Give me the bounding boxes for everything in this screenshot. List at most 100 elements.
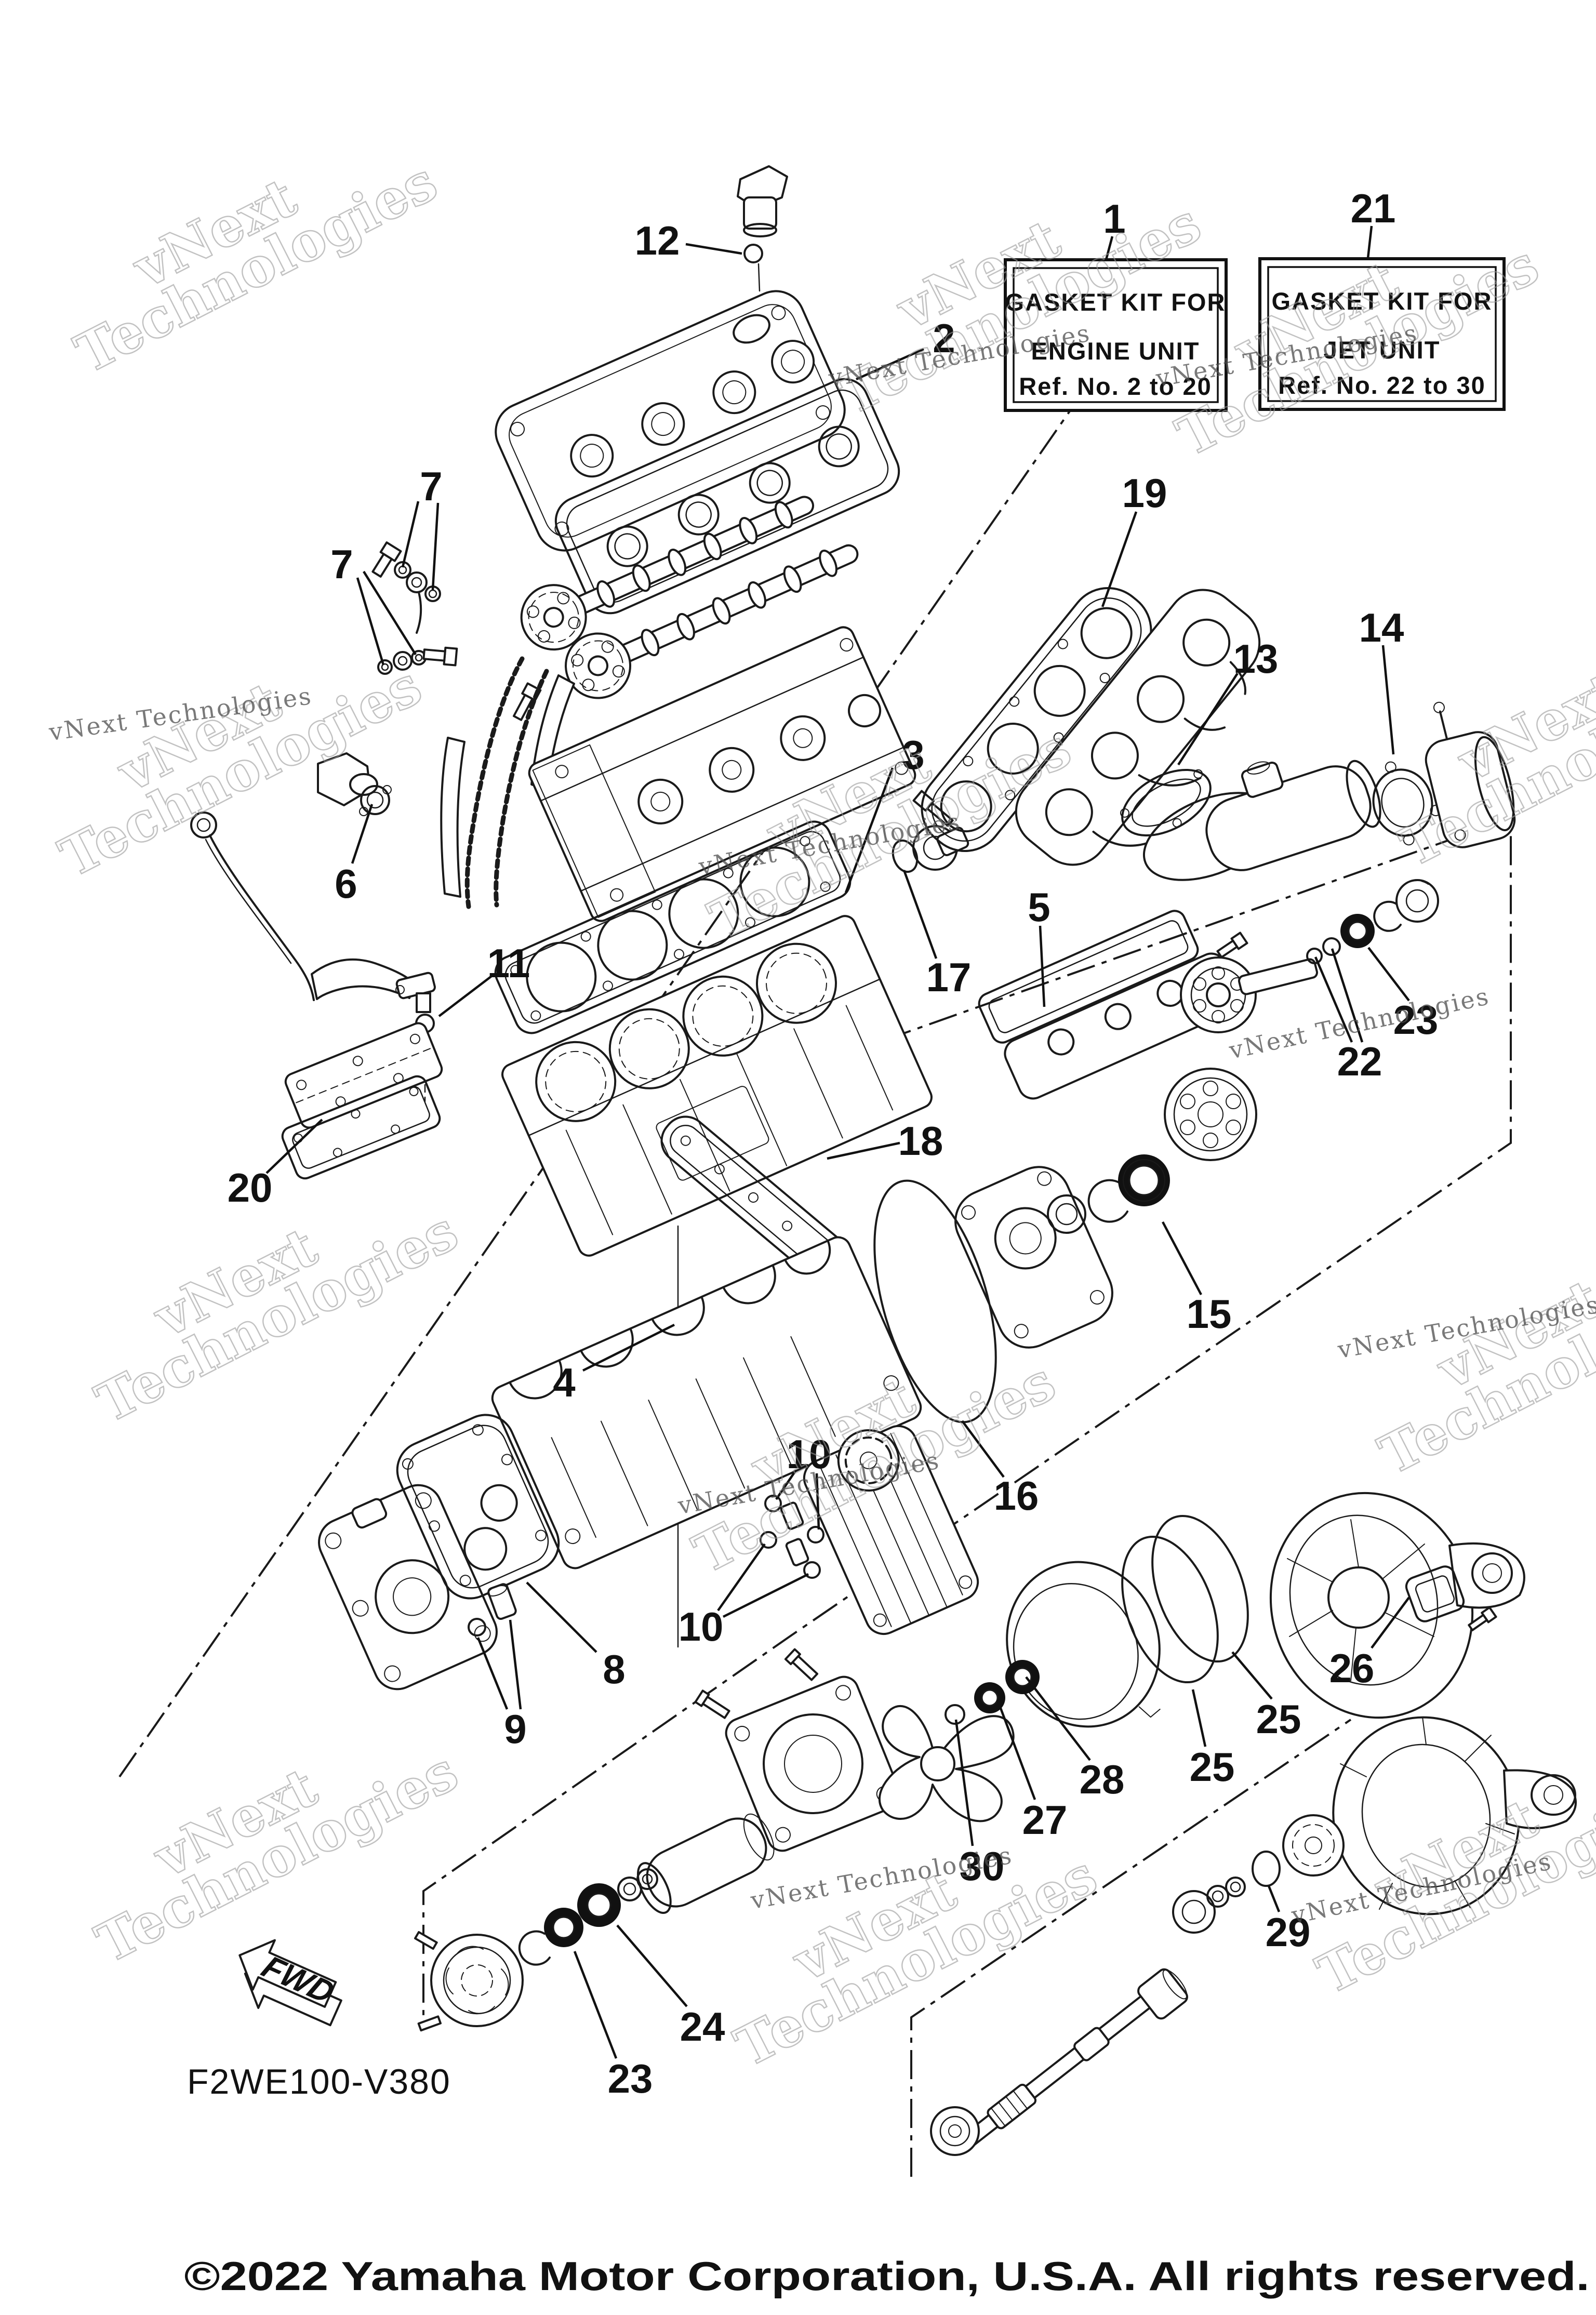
sprocket-bolt [512,682,542,721]
callout-leader-line [526,1581,597,1653]
valve-cover-gasket-2 [554,378,900,615]
exhaust-manifold-gasket-19 [921,587,1152,853]
cam-sprocket-exhaust [565,632,632,699]
callout-17: 17 [902,870,972,1000]
bearing-tube [636,1813,775,1914]
manifold-gasket-13 [1120,768,1212,837]
copyright-text: ©2022 Yamaha Motor Corporation, U.S.A. A… [184,2253,1590,2299]
oil-pipe-11 [311,959,436,1102]
o-rings-10 [760,1495,824,1579]
cylinder-head [528,626,916,922]
oil-seal-22-23 [1340,914,1375,948]
callout-leader-line [1025,1676,1091,1761]
callout-number: 17 [926,954,972,1000]
callout-leader-line [363,570,417,656]
jet-box-line3: Ref. No. 22 to 30 [1278,371,1486,399]
callout-18: 18 [827,1118,943,1164]
callout-number: 28 [1080,1757,1125,1802]
callout-leader-line [582,1323,675,1372]
callout-leader-line [827,1141,900,1160]
o-ring-25a [1121,1535,1219,1684]
callout-leader-line [351,804,374,864]
callout-leader-line [1367,947,1410,1002]
gasket-5 [978,910,1199,1044]
callout-number: 2 [933,315,955,361]
oil-filler-cap [737,165,788,292]
watermark-text: vNext Technologies [1335,1290,1596,1364]
callout-leader-line [961,1420,1005,1478]
housing-gasket-26 [1405,1565,1465,1622]
callout-25: 25 [1190,1689,1234,1790]
callout-number: 7 [330,541,353,587]
impeller-shaft [930,1968,1188,2156]
watermark-text: Technologies [1369,1250,1596,1487]
callout-30: 30 [954,1719,1004,1889]
drawing-part-code: F2WE100-V380 [187,2062,451,2101]
callout-leader-line [1162,1221,1202,1296]
callout-12: 12 [635,218,742,263]
oil-seal-24 [577,1883,621,1927]
callout-leader-line [775,1469,797,1500]
callout-leader-line [356,577,385,666]
plate-gasket-20 [281,1075,441,1180]
callout-leader-line [1371,1596,1410,1649]
engine-box-line1: GASKET KIT FOR [1005,288,1226,316]
callout-number: 4 [553,1360,575,1405]
callout-number: 29 [1266,1909,1311,1955]
callout-number: 6 [335,861,357,907]
watermark-text: Technologies [86,1199,468,1435]
callout-leader-line [438,974,495,1017]
circlip [1087,1179,1128,1223]
callout-21: 21 [1351,185,1395,259]
watermark-text: vNext Technologies [47,682,314,747]
callout-number: 13 [1233,636,1279,682]
o-ring-25b [1151,1514,1249,1663]
thermostat-17 [892,790,969,873]
callout-leader-line [509,1619,522,1710]
callout-number: 11 [487,940,530,986]
engine-box-line3: Ref. No. 2 to 20 [1019,372,1212,400]
circlip-23 [1373,900,1402,932]
callout-11: 11 [438,940,530,1017]
callout-leader-line [1101,511,1138,607]
callout-leader-line [616,1924,688,2007]
dipstick [190,811,315,1001]
parts-artwork: FWD [190,165,1577,2156]
bearing-carrier [1282,1814,1345,1877]
callout-14: 14 [1359,605,1404,755]
callout-leader-line [431,502,440,590]
callout-number: 18 [898,1118,943,1164]
watermark-text: Technologies [50,653,431,889]
callout-number: 24 [680,2004,725,2050]
cam-sprocket-intake [520,584,587,651]
collar-and-oring-9 [468,1583,517,1637]
seal-row-27-28-30 [945,1660,1040,1725]
callout-leader-line [1267,1885,1281,1912]
jet-pump-mount [636,1648,1015,1914]
callout-27: 27 [996,1699,1067,1843]
impeller [879,1705,1015,1822]
callout-19: 19 [1101,470,1167,607]
callout-number: 3 [902,732,924,778]
callout-leader-line [1381,645,1395,755]
circlip-23-lower [518,1930,551,1966]
callout-leader-line [1105,236,1114,260]
jet-box-line1: GASKET KIT FOR [1272,287,1493,315]
callout-number: 16 [994,1473,1039,1519]
callout-23: 23 [573,1951,653,2101]
callout-leader-line [844,767,894,893]
callout-7: 7 [401,463,443,590]
callout-leader-line [717,1543,766,1612]
bell-housing [1172,1716,1577,1934]
callout-number: 10 [787,1431,832,1477]
engine-box-line2: ENGINE UNIT [1031,337,1200,365]
callout-number: 23 [1393,997,1439,1043]
callout-number: 12 [635,218,680,263]
callout-leader-line [401,501,420,568]
callout-leader-line [1331,948,1364,1043]
callout-number: 26 [1329,1645,1375,1691]
callout-number: 22 [1337,1039,1382,1084]
